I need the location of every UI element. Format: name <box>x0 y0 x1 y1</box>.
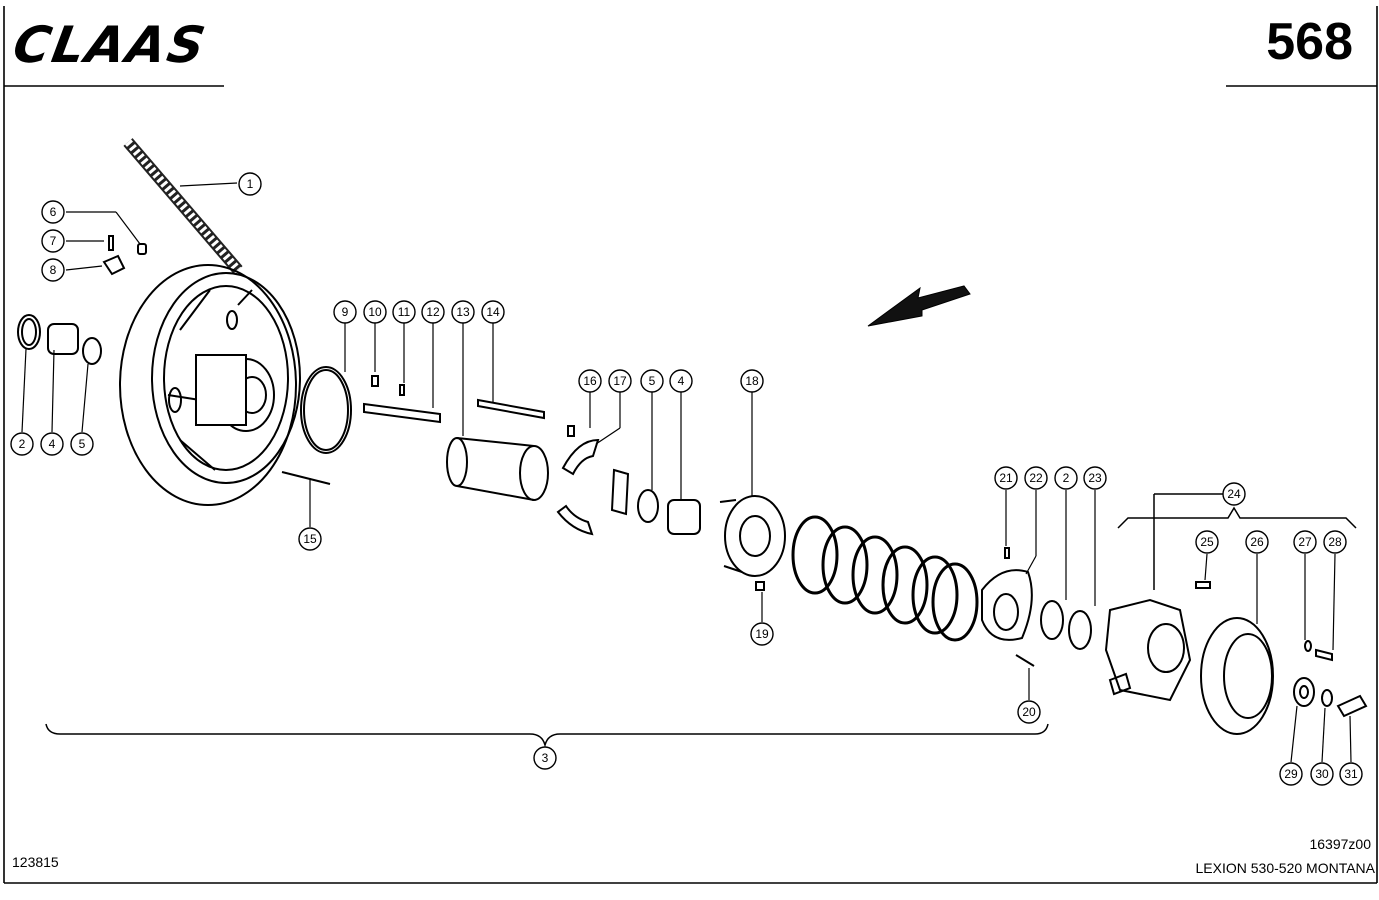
footer-left-number: 123815 <box>12 854 59 870</box>
callout-6: 6 <box>41 200 65 224</box>
callout-26: 26 <box>1245 530 1269 554</box>
callout-label: 13 <box>456 305 470 319</box>
callout-11: 11 <box>392 300 416 324</box>
callout-label: 4 <box>678 374 685 388</box>
callout-24: 24 <box>1222 482 1246 506</box>
callout-label: 10 <box>368 305 382 319</box>
page-number: 568 <box>1266 13 1353 71</box>
callout-label: 21 <box>999 471 1013 485</box>
callout-20: 20 <box>1017 700 1041 724</box>
callout-5: 5 <box>640 369 664 393</box>
callout-22: 22 <box>1024 466 1048 490</box>
callout-3: 3 <box>533 746 557 770</box>
callout-label: 24 <box>1227 487 1241 501</box>
callout-4: 4 <box>669 369 693 393</box>
callout-label: 5 <box>79 437 86 451</box>
footer-drawing-code: 16397z00 <box>1309 836 1371 852</box>
callout-28: 28 <box>1323 530 1347 554</box>
callout-label: 3 <box>542 751 549 765</box>
callout-label: 28 <box>1328 535 1342 549</box>
center-left-parts <box>281 366 549 501</box>
callout-label: 6 <box>50 205 57 219</box>
callout-8: 8 <box>41 258 65 282</box>
callout-label: 5 <box>649 374 656 388</box>
hub-parts <box>556 425 786 591</box>
flange-parts <box>981 547 1092 667</box>
footer-model: LEXION 530-520 MONTANA <box>1195 860 1375 876</box>
callout-15: 15 <box>298 527 322 551</box>
callout-label: 17 <box>613 374 627 388</box>
callout-30: 30 <box>1310 762 1334 786</box>
callout-label: 22 <box>1029 471 1043 485</box>
callout-7: 7 <box>41 229 65 253</box>
callout-label: 25 <box>1200 535 1214 549</box>
left-small-parts <box>17 235 147 365</box>
callout-14: 14 <box>481 300 505 324</box>
callout-23: 23 <box>1083 466 1107 490</box>
callout-label: 20 <box>1022 705 1036 719</box>
brace-3 <box>45 723 1049 748</box>
callout-label: 16 <box>583 374 597 388</box>
callout-label: 30 <box>1315 767 1329 781</box>
compression-spring <box>791 515 979 642</box>
callout-2: 2 <box>1054 466 1078 490</box>
brace-24 <box>1117 506 1357 529</box>
callout-12: 12 <box>421 300 445 324</box>
callout-label: 11 <box>398 305 411 319</box>
pulley-wheel <box>119 264 301 506</box>
callout-label: 8 <box>50 263 57 277</box>
drive-belt <box>123 138 243 274</box>
clutch-assembly <box>1104 581 1368 735</box>
callout-4: 4 <box>40 432 64 456</box>
callout-label: 26 <box>1250 535 1264 549</box>
callout-29: 29 <box>1279 762 1303 786</box>
callout-19: 19 <box>750 622 774 646</box>
callout-2: 2 <box>10 432 34 456</box>
callout-label: 14 <box>486 305 500 319</box>
leader-lines <box>21 182 1352 763</box>
callout-label: 4 <box>49 437 56 451</box>
callout-31: 31 <box>1339 762 1363 786</box>
callout-label: 2 <box>1063 471 1070 485</box>
callout-label: 12 <box>426 305 440 319</box>
callout-label: 23 <box>1088 471 1102 485</box>
callout-label: 2 <box>19 437 26 451</box>
callout-27: 27 <box>1293 530 1317 554</box>
callout-5: 5 <box>70 432 94 456</box>
callout-label: 7 <box>50 234 57 248</box>
callout-label: 19 <box>755 627 769 641</box>
callout-17: 17 <box>608 369 632 393</box>
callout-1: 1 <box>238 172 262 196</box>
callout-18: 18 <box>740 369 764 393</box>
callout-13: 13 <box>451 300 475 324</box>
callout-label: 15 <box>303 532 317 546</box>
callout-label: 9 <box>342 305 349 319</box>
callout-label: 31 <box>1344 767 1358 781</box>
callout-9: 9 <box>333 300 357 324</box>
frame-lines <box>3 6 1378 884</box>
callout-10: 10 <box>363 300 387 324</box>
direction-arrow <box>867 285 971 327</box>
callout-label: 29 <box>1284 767 1298 781</box>
callout-21: 21 <box>994 466 1018 490</box>
callout-label: 1 <box>247 177 254 191</box>
callout-label: 18 <box>745 374 759 388</box>
callout-25: 25 <box>1195 530 1219 554</box>
callout-label: 27 <box>1298 535 1312 549</box>
callout-16: 16 <box>578 369 602 393</box>
